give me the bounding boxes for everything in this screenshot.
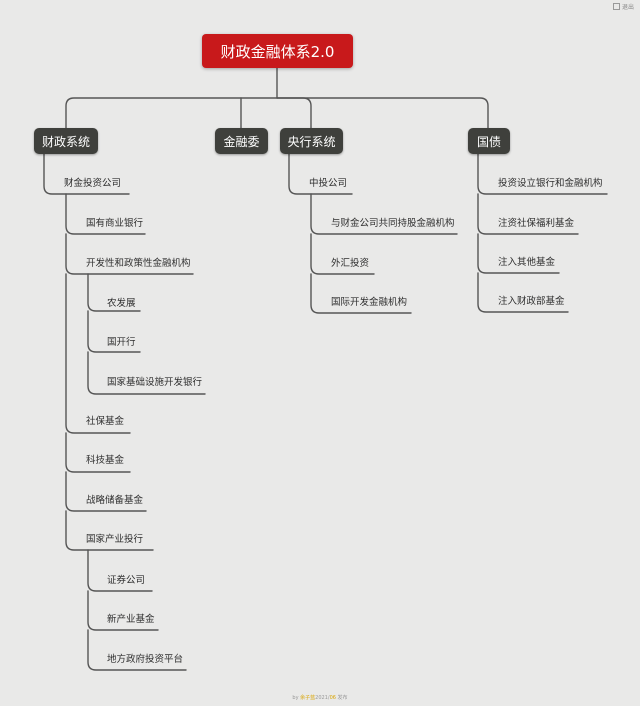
branch-label: 央行系统 (287, 134, 336, 149)
node-mof-fund[interactable]: 注入财政部基金 (498, 296, 565, 307)
exit-button[interactable]: 退出 (612, 2, 634, 11)
node-policy-institutions[interactable]: 开发性和政策性金融机构 (86, 258, 191, 269)
footer-date: 06 (329, 695, 336, 701)
node-social-welfare-fund[interactable]: 注资社保福利基金 (498, 218, 575, 229)
node-social-fund[interactable]: 社保基金 (86, 416, 125, 427)
node-local-gov-platform[interactable]: 地方政府投资平台 (107, 654, 184, 665)
root-node[interactable]: 财政金融体系2.0 (202, 34, 353, 68)
branch-central-bank-system[interactable]: 央行系统 (280, 128, 343, 154)
node-bank-investment[interactable]: 投资设立银行和金融机构 (498, 178, 603, 189)
branch-label: 国债 (476, 134, 501, 149)
exit-label: 退出 (621, 4, 634, 11)
branch-fiscal-system[interactable]: 财政系统 (34, 128, 98, 154)
branch-label: 财政系统 (41, 134, 90, 149)
footer-middle: 2021/ (315, 695, 330, 701)
fullscreen-icon (612, 3, 620, 10)
footer-author: 余子蓝 (300, 695, 316, 701)
node-cic[interactable]: 财金投资公司 (64, 178, 122, 189)
branch-treasury-bonds[interactable]: 国债 (468, 128, 510, 154)
footer-credit: by 余子蓝2021/06 发布 (0, 694, 640, 701)
node-cdb[interactable]: 国开行 (107, 337, 136, 348)
node-adb[interactable]: 农发展 (107, 298, 136, 309)
footer-prefix: by (292, 695, 301, 701)
node-industry-invest-bank[interactable]: 国家产业投行 (86, 534, 144, 545)
node-zhongtou[interactable]: 中投公司 (309, 178, 348, 189)
node-fx-investment[interactable]: 外汇投资 (331, 258, 370, 269)
node-securities[interactable]: 证券公司 (107, 575, 146, 586)
node-new-industry-fund[interactable]: 新产业基金 (107, 614, 155, 625)
node-other-funds[interactable]: 注入其他基金 (498, 257, 556, 268)
node-strategic-fund[interactable]: 战略储备基金 (86, 495, 144, 506)
root-label: 财政金融体系2.0 (220, 42, 335, 61)
node-state-banks[interactable]: 国有商业银行 (86, 218, 144, 229)
node-jointly-held[interactable]: 与财金公司共同持股金融机构 (331, 218, 455, 229)
footer-suffix: 发布 (335, 695, 348, 701)
node-intl-dev-finance[interactable]: 国际开发金融机构 (331, 297, 408, 308)
node-infra-bank[interactable]: 国家基础设施开发银行 (107, 377, 203, 388)
branch-label: 金融委 (223, 134, 260, 149)
node-tech-fund[interactable]: 科技基金 (86, 455, 125, 466)
branch-fsdc[interactable]: 金融委 (215, 128, 268, 154)
